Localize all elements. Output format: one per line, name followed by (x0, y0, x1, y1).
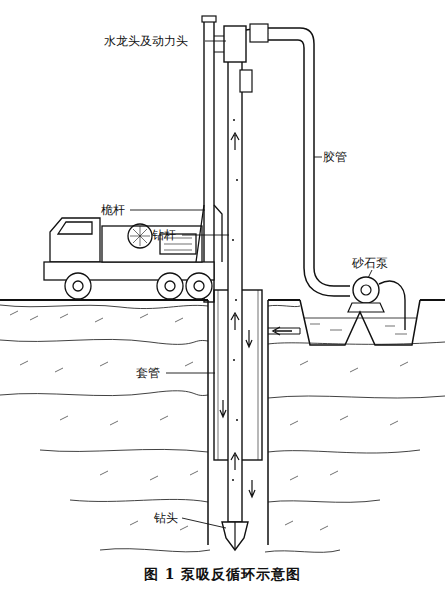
drill-pipe-label: 钻杆 (152, 228, 176, 242)
bit-label: 钻头 (154, 511, 178, 525)
pump-label: 砂石泵 (352, 256, 388, 270)
mast-label: 桅杆 (101, 203, 125, 217)
hose-label: 胶管 (323, 150, 347, 164)
casing-label: 套管 (136, 366, 160, 380)
figure-caption: 图 1 泵吸反循环示意图 (144, 566, 302, 584)
swivel-label: 水龙头及动力头 (104, 34, 188, 48)
